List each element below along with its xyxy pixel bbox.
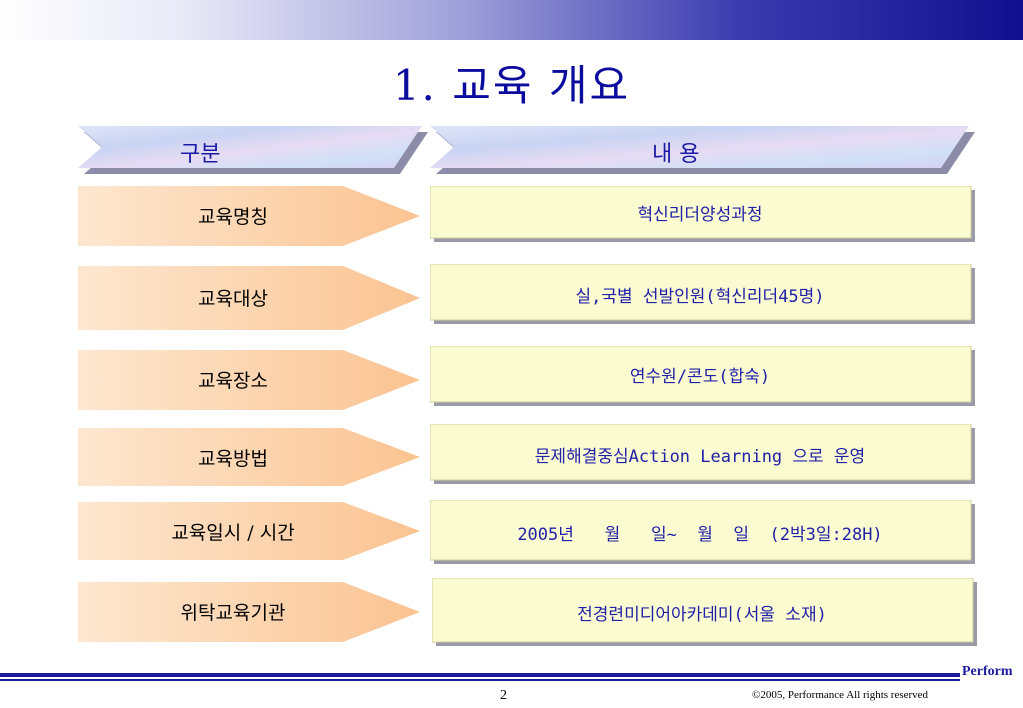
header-left-shape (78, 126, 428, 174)
row-label-6: 위탁교육기관 (78, 582, 423, 642)
row-value-text: 실,국별 선발인원(혁신리더45명) (575, 287, 825, 307)
row-value-1: 혁신리더양성과정 (430, 186, 975, 242)
row-value-2: 실,국별 선발인원(혁신리더45명) (430, 264, 975, 324)
row-label-4: 교육방법 (78, 428, 423, 486)
row-label-text: 교육일시 / 시간 (171, 522, 295, 544)
header-right: 내 용 (430, 126, 975, 176)
row-value-text: 전경련미디어아카데미(서울 소재) (577, 605, 827, 625)
row-value-text: 혁신리더양성과정 (637, 205, 763, 225)
header-left: 구분 (78, 126, 428, 176)
row-label-5: 교육일시 / 시간 (78, 502, 423, 560)
row-label-2: 교육대상 (78, 266, 423, 330)
row-label-1: 교육명칭 (78, 186, 423, 246)
row-value-text: 연수원/콘도(합숙) (629, 367, 771, 387)
row-label-3: 교육장소 (78, 350, 423, 410)
row-label-text: 교육방법 (198, 448, 268, 470)
row-label-text: 교육장소 (198, 370, 268, 392)
row-value-6: 전경련미디어아카데미(서울 소재) (432, 578, 977, 646)
header-right-shape (430, 126, 975, 174)
header-left-label: 구분 (180, 142, 221, 167)
row-label-text: 위탁교육기관 (180, 602, 286, 624)
header-right-label: 내 용 (652, 142, 700, 167)
row-value-3: 연수원/콘도(합숙) (430, 346, 975, 406)
row-label-text: 교육명칭 (198, 206, 268, 228)
row-value-text: 문제해결중심Action Learning 으로 운영 (534, 447, 866, 467)
copyright-text: ©2005, Performance All rights reserved (752, 689, 929, 701)
page-number: 2 (500, 688, 507, 703)
footer-line-thick (0, 673, 960, 677)
brand-logo-text: Perform (962, 664, 1013, 679)
slide-title: 1. 교육 개요 (392, 61, 631, 110)
top-gradient-bar (0, 0, 1023, 40)
footer-line-thin (0, 679, 960, 681)
row-value-text: 2005년 월 일~ 월 일 (2박3일:28H) (517, 525, 883, 545)
row-value-4: 문제해결중심Action Learning 으로 운영 (430, 424, 975, 484)
row-label-text: 교육대상 (198, 288, 268, 310)
row-value-5: 2005년 월 일~ 월 일 (2박3일:28H) (430, 500, 975, 564)
